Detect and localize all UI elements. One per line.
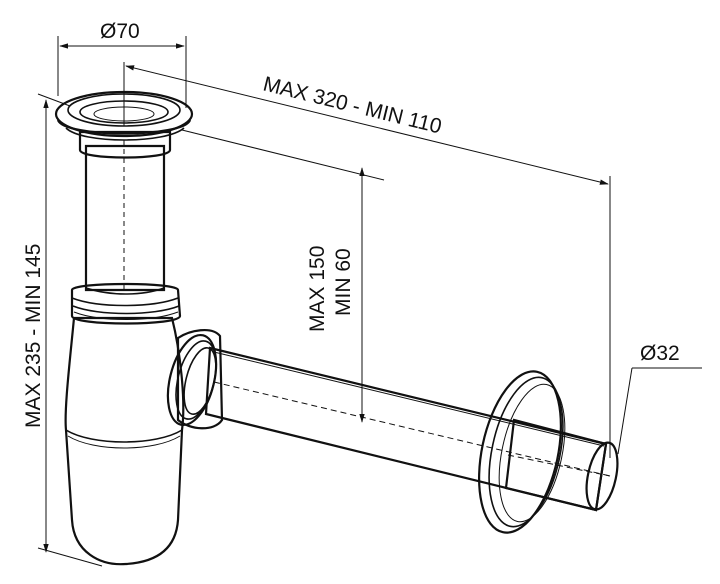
drop-height-max-label: MAX 150 <box>306 246 329 332</box>
total-height-label: MAX 235 - MIN 145 <box>22 244 45 428</box>
horizontal-length-dimension: MAX 320 - MIN 110 <box>123 62 611 458</box>
total-height-dimension: MAX 235 - MIN 145 <box>22 93 103 567</box>
outlet-diameter-label: Ø32 <box>640 342 680 365</box>
tailpiece-pipe <box>84 140 166 295</box>
trap-bottle <box>64 282 185 566</box>
drop-height-dimension: MAX 150 MIN 60 <box>181 129 385 423</box>
top-diameter-dimension: Ø70 <box>57 20 187 108</box>
outlet-pipe-end <box>585 441 619 511</box>
outlet-nut <box>166 329 224 430</box>
outlet-diameter-dimension: Ø32 <box>617 342 702 455</box>
strainer-flange <box>54 90 194 159</box>
top-diameter-label: Ø70 <box>100 20 140 43</box>
drop-height-min-label: MIN 60 <box>332 248 355 316</box>
wall-rosette <box>478 370 611 534</box>
